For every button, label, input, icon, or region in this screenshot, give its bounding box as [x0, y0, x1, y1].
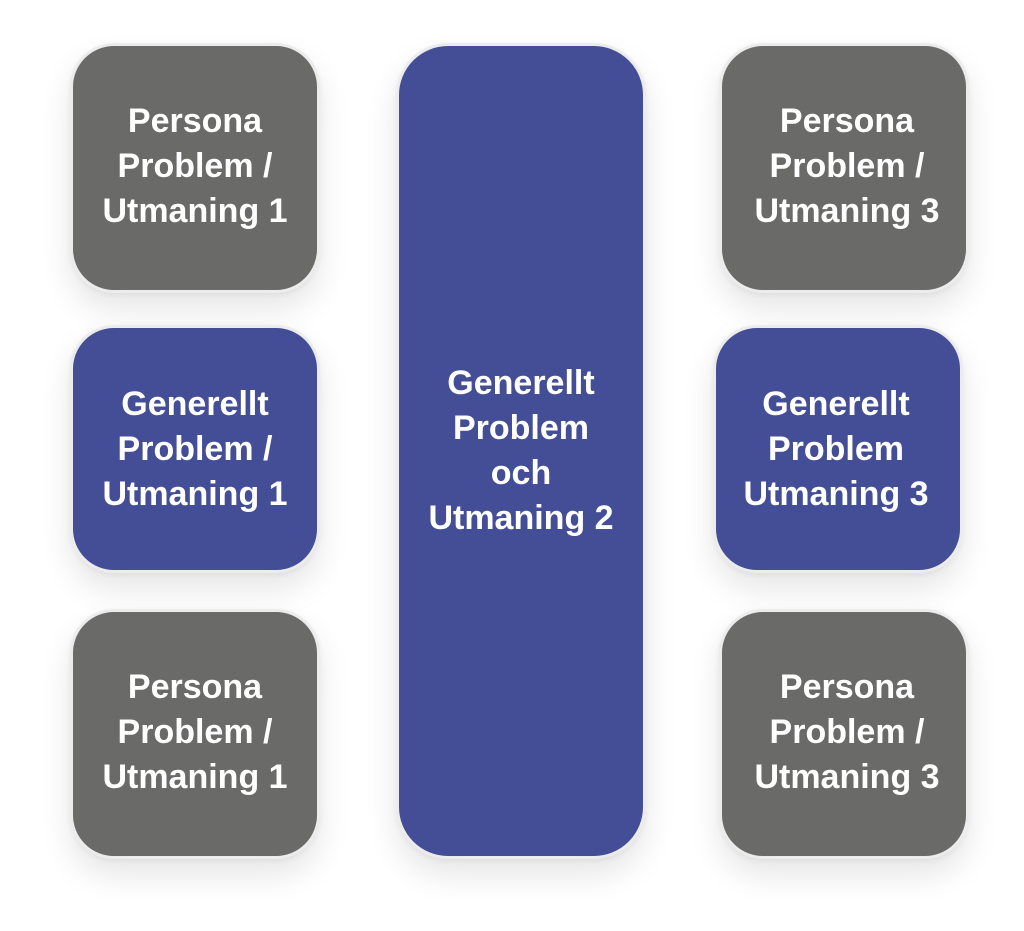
persona-problem-box-1-bottom: Persona Problem / Utmaning 1 [70, 609, 320, 859]
persona-problem-box-3-bottom: Persona Problem / Utmaning 3 [719, 609, 969, 859]
box-label: Persona Problem / Utmaning 3 [754, 101, 940, 230]
general-problem-box-3: Generellt Problem Utmaning 3 [713, 325, 963, 573]
persona-problem-box-1-top: Persona Problem / Utmaning 1 [70, 43, 320, 293]
box-label: Persona Problem / Utmaning 3 [754, 667, 940, 796]
general-problem-box-2-center: Generellt Problem och Utmaning 2 [396, 43, 646, 859]
general-problem-box-1: Generellt Problem / Utmaning 1 [70, 325, 320, 573]
box-label: Persona Problem / Utmaning 1 [102, 667, 288, 796]
box-label: Generellt Problem / Utmaning 1 [102, 384, 288, 513]
persona-problem-box-3-top: Persona Problem / Utmaning 3 [719, 43, 969, 293]
box-label: Generellt Problem och Utmaning 2 [428, 364, 614, 537]
box-label: Persona Problem / Utmaning 1 [102, 101, 288, 230]
box-label: Generellt Problem Utmaning 3 [743, 384, 929, 513]
